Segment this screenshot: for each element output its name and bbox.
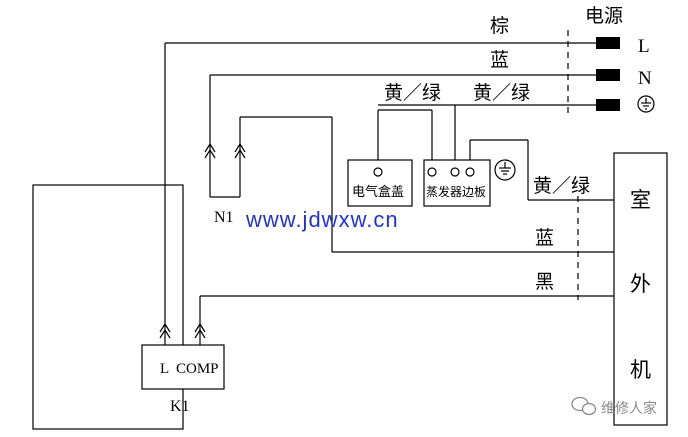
wire-label-yg-right: 黄／绿: [473, 82, 530, 104]
earth-symbol-icon: [494, 159, 516, 181]
wechat-icon: [571, 396, 597, 416]
plug-pin-n: [596, 69, 620, 81]
comp-l-label: L: [160, 361, 169, 377]
indoor-unit-outline: [32, 184, 184, 430]
outdoor-unit-char-2: 外: [630, 272, 651, 296]
wire-label-brown: 棕: [490, 15, 509, 37]
power-label: 电源: [585, 5, 623, 27]
cover-terminal: [373, 167, 383, 177]
wire-label-blue-outdoor: 蓝: [535, 227, 554, 249]
evaporator-side-plate: [423, 159, 491, 207]
connector-arrow: [204, 142, 216, 159]
plate-terminal-1: [427, 167, 437, 177]
terminal-l-label: L: [638, 36, 650, 57]
brand-watermark: 维修人家: [601, 400, 657, 417]
wire-label-blue-top: 蓝: [490, 49, 509, 71]
connector-arrow: [234, 142, 246, 159]
website-watermark: www.jdwxw.cn: [245, 207, 399, 232]
connector-arrow: [159, 322, 171, 339]
outdoor-unit-char-3: 机: [630, 358, 651, 382]
evaporator-side-plate-label: 蒸发器边板: [426, 184, 486, 199]
comp-label: COMP: [176, 361, 219, 377]
plate-terminal-3: [465, 167, 475, 177]
compressor-relay-box: [141, 344, 225, 390]
wire-label-yg-left: 黄／绿: [384, 82, 441, 104]
outdoor-unit: [613, 152, 668, 426]
outdoor-unit-char-1: 室: [630, 188, 651, 212]
electrical-box-cover-label: 电气盒盖: [352, 184, 404, 200]
earth-terminal-icon: [637, 95, 655, 113]
plug-pin-l: [596, 37, 620, 49]
terminal-n-label: N: [638, 68, 652, 89]
plug-pin-earth: [596, 99, 620, 111]
plate-terminal-2: [450, 167, 460, 177]
wire-label-yg-outdoor: 黄／绿: [533, 175, 590, 197]
connector-arrow: [194, 322, 206, 339]
k1-label: K1: [170, 398, 190, 415]
electrical-box-cover: [347, 159, 413, 207]
wire-label-black-outdoor: 黑: [535, 271, 554, 293]
n1-label: N1: [214, 209, 234, 226]
